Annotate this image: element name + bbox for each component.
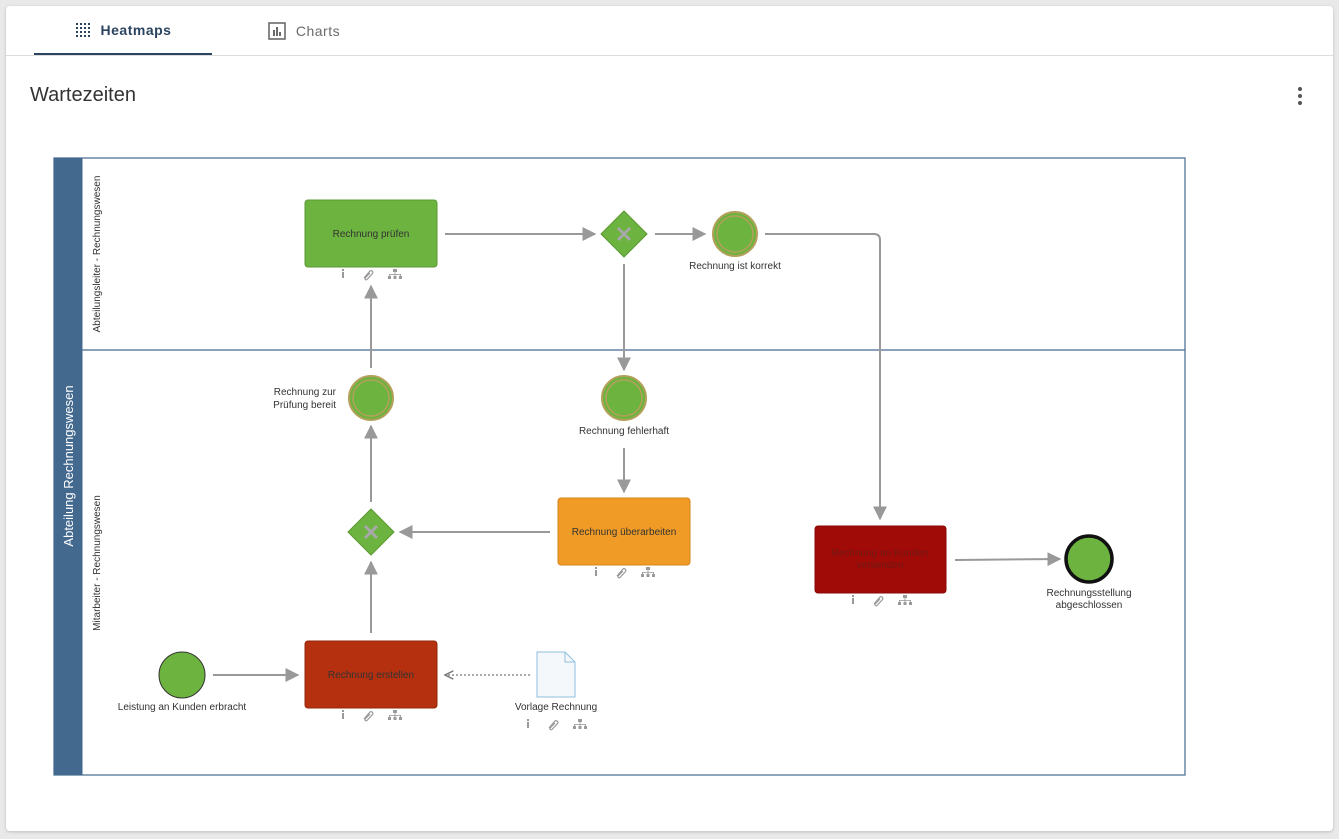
task-versenden-label-1: Rechnung an Kunden xyxy=(832,548,929,559)
task-rechnung-ueberarbeiten[interactable]: Rechnung überarbeiten xyxy=(557,497,691,566)
bar-chart-icon xyxy=(268,21,286,40)
data-object-label: Vorlage Rechnung xyxy=(515,702,597,713)
flow-versenden-end xyxy=(954,552,1062,567)
task-ueberarbeiten-label: Rechnung überarbeiten xyxy=(572,527,677,538)
start-event[interactable] xyxy=(158,651,206,699)
flow-korrekt-versenden xyxy=(765,233,887,521)
event-bereit-label-2: Prüfung bereit xyxy=(273,400,336,411)
tab-heatmaps-label: Heatmaps xyxy=(100,21,172,38)
tab-heatmaps[interactable]: Heatmaps xyxy=(34,6,212,55)
pool-header xyxy=(54,158,82,775)
task-rechnung-erstellen[interactable]: Rechnung erstellen xyxy=(304,640,438,709)
event-korrekt-label: Rechnung ist korrekt xyxy=(689,261,781,272)
task-rechnung-versenden[interactable]: Rechnung an Kunden versenden xyxy=(814,525,947,594)
task-versenden-label-2: versenden xyxy=(857,560,904,571)
heatmap-grid-icon xyxy=(75,22,91,38)
intermediate-event-fehlerhaft[interactable] xyxy=(601,375,647,421)
intermediate-event-korrekt[interactable] xyxy=(712,211,758,257)
task-erstellen-label: Rechnung erstellen xyxy=(328,670,414,681)
data-object-document-icon[interactable] xyxy=(536,651,576,698)
page-title: Wartezeiten xyxy=(30,84,136,106)
end-event-label-2: abgeschlossen xyxy=(1056,600,1123,611)
pool-label: Abteilung Rechnungswesen xyxy=(61,385,76,546)
tab-bar: Heatmaps Charts xyxy=(6,6,1333,56)
end-event-label-1: Rechnungsstellung xyxy=(1046,588,1131,599)
task-rechnung-pruefen[interactable]: Rechnung prüfen xyxy=(304,199,438,268)
gateway-exclusive-top[interactable] xyxy=(600,210,648,258)
event-bereit-label-1: Rechnung zur xyxy=(274,387,337,398)
lane-label-top: Abteilungsleiter - Rechnungswesen xyxy=(92,176,103,333)
event-fehlerhaft-label: Rechnung fehlerhaft xyxy=(579,426,669,437)
tab-charts[interactable]: Charts xyxy=(236,6,372,55)
more-options-icon[interactable] xyxy=(1290,84,1310,108)
task-pruefen-label: Rechnung prüfen xyxy=(333,229,410,240)
gateway-exclusive-bottom[interactable] xyxy=(347,508,395,556)
start-event-label: Leistung an Kunden erbracht xyxy=(118,702,247,713)
lane-label-bottom: Mitarbeiter - Rechnungswesen xyxy=(92,495,103,631)
pool-frame xyxy=(53,157,1186,776)
intermediate-event-bereit[interactable] xyxy=(348,375,394,421)
end-event[interactable] xyxy=(1064,534,1114,584)
tab-charts-label: Charts xyxy=(295,22,341,39)
